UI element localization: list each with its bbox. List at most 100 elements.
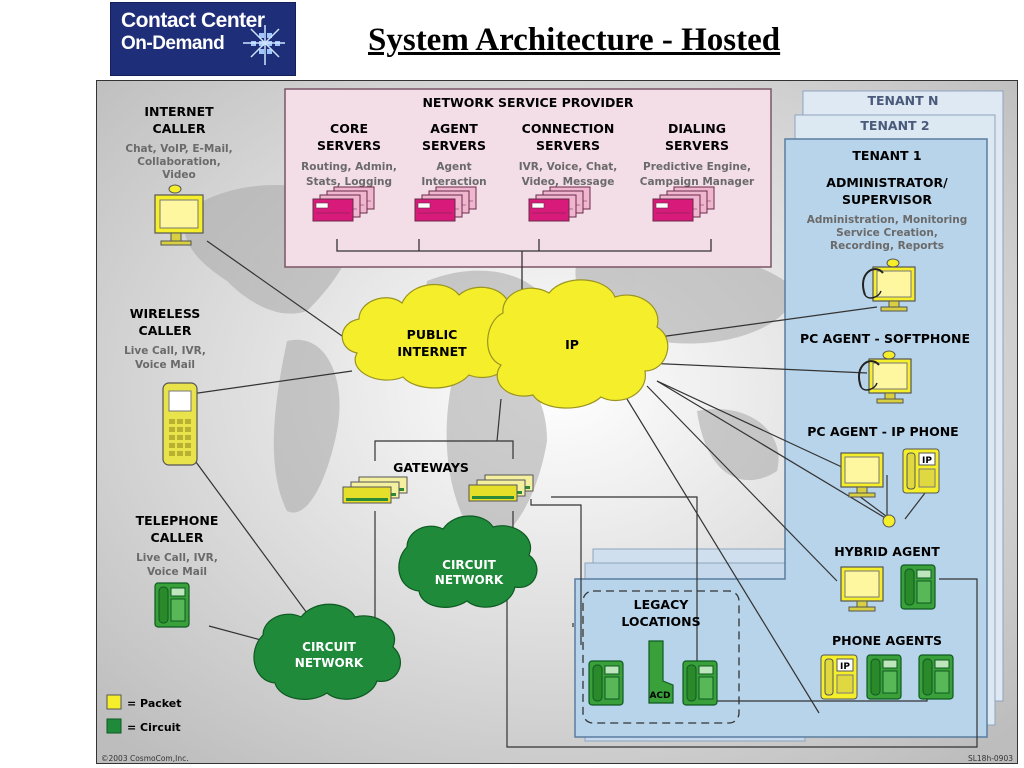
admin-desc-line1: Administration, Monitoring — [807, 214, 967, 226]
desk-phone-icon — [900, 564, 936, 610]
svg-text:INTERNET: INTERNET — [397, 344, 467, 359]
svg-text:CORE: CORE — [330, 121, 368, 136]
svg-text:Interaction: Interaction — [421, 176, 486, 188]
logo-text-line1: Contact Center — [121, 9, 265, 32]
public-internet-cloud: PUBLIC INTERNET — [341, 283, 525, 389]
desk-phone-icon — [682, 660, 718, 706]
gateway-icon — [468, 474, 534, 502]
headset-monitor-icon — [862, 258, 916, 312]
server-stack-icon — [312, 186, 375, 222]
logo-text-line2: On-Demand — [121, 33, 225, 54]
svg-text:Voice Mail: Voice Mail — [135, 359, 195, 371]
ip-phone-agent-icon: IP — [820, 654, 858, 700]
svg-text:PUBLIC: PUBLIC — [407, 327, 458, 342]
copyright-text: ©2003 CosmoCom,Inc. — [101, 754, 189, 763]
svg-text:NETWORK: NETWORK — [435, 573, 504, 587]
logo: Contact Center On-Demand — [110, 2, 296, 76]
slide-code: SL18h-0903 — [968, 754, 1013, 763]
svg-text:SERVERS: SERVERS — [317, 138, 381, 153]
circuit-network-cloud-lower: CIRCUIT NETWORK — [253, 603, 402, 700]
svg-text:CALLER: CALLER — [139, 323, 192, 338]
svg-text:TELEPHONE: TELEPHONE — [136, 513, 219, 528]
tenant-n-label: TENANT N — [867, 93, 938, 108]
svg-text:Video: Video — [162, 169, 195, 181]
internet-caller-monitor-icon — [154, 184, 204, 246]
wireless-caller: WIRELESS CALLER Live Call, IVR, Voice Ma… — [124, 306, 206, 371]
svg-text:CIRCUIT: CIRCUIT — [302, 640, 357, 654]
svg-text:SERVERS: SERVERS — [665, 138, 729, 153]
phone-agents-label: PHONE AGENTS — [832, 633, 942, 648]
legend-circuit-label: = Circuit — [127, 721, 181, 734]
legend-packet-swatch — [106, 694, 122, 710]
server-stack-icon — [528, 186, 591, 222]
svg-text:INTERNET: INTERNET — [144, 104, 214, 119]
svg-text:SERVERS: SERVERS — [536, 138, 600, 153]
svg-text:NETWORK: NETWORK — [295, 656, 364, 670]
circuit-network-cloud-upper: CIRCUIT NETWORK — [398, 515, 538, 608]
server-stack-icon — [414, 186, 477, 222]
svg-text:Routing, Admin,: Routing, Admin, — [301, 161, 397, 173]
admin-title-line2: SUPERVISOR — [842, 192, 932, 207]
svg-text:Campaign Manager: Campaign Manager — [640, 176, 755, 188]
core-servers: CORE SERVERS Routing, Admin, Stats, Logg… — [301, 121, 397, 188]
architecture-diagram: TENANT N TENANT 2 NETWORK SERVICE PROVID… — [96, 80, 1018, 764]
svg-text:Chat, VoIP, E-Mail,: Chat, VoIP, E-Mail, — [125, 143, 232, 155]
svg-text:WIRELESS: WIRELESS — [130, 306, 201, 321]
server-stacks — [312, 186, 715, 222]
desk-phones — [154, 564, 954, 706]
legend-packet-label: = Packet — [127, 697, 182, 710]
gateways-label: GATEWAYS — [393, 460, 469, 475]
svg-text:IP: IP — [922, 456, 932, 466]
svg-text:CALLER: CALLER — [153, 121, 206, 136]
network-service-provider-box — [284, 88, 772, 268]
monitor-icon — [840, 452, 884, 498]
monitor-icon — [840, 566, 884, 612]
dialing-servers: DIALING SERVERS Predictive Engine, Campa… — [640, 121, 755, 188]
admin-title-line1: ADMINISTRATOR/ — [826, 175, 948, 190]
svg-text:Live Call, IVR,: Live Call, IVR, — [136, 552, 218, 564]
svg-text:IP: IP — [840, 662, 850, 672]
svg-text:Collaboration,: Collaboration, — [137, 156, 221, 168]
telephone-caller: TELEPHONE CALLER Live Call, IVR, Voice M… — [136, 513, 219, 578]
admin-desc-line2: Service Creation, — [836, 227, 938, 239]
page-title: System Architecture - Hosted — [368, 22, 781, 58]
svg-text:ACD: ACD — [649, 691, 670, 701]
gateway-icon — [342, 476, 408, 504]
gateway-devices — [342, 474, 534, 504]
svg-text:Voice Mail: Voice Mail — [147, 566, 207, 578]
logo-sparkle-icon — [243, 25, 285, 65]
svg-text:SERVERS: SERVERS — [422, 138, 486, 153]
svg-text:CONNECTION: CONNECTION — [522, 121, 615, 136]
network-service-provider-title: NETWORK SERVICE PROVIDER — [422, 95, 633, 110]
junction-node — [882, 514, 896, 528]
svg-text:IP: IP — [565, 337, 579, 352]
legacy-label-line2: LOCATIONS — [621, 614, 700, 629]
pc-agent-softphone-label: PC AGENT - SOFTPHONE — [800, 331, 970, 346]
svg-text:DIALING: DIALING — [668, 121, 726, 136]
tenant-1-label: TENANT 1 — [852, 148, 921, 163]
hybrid-agent-label: HYBRID AGENT — [834, 544, 940, 559]
legacy-locations-box — [582, 590, 740, 724]
svg-text:Video, Message: Video, Message — [522, 176, 615, 188]
acd-switch-icon: ACD — [648, 640, 674, 704]
tenant-2-label: TENANT 2 — [860, 118, 929, 133]
svg-text:Live Call, IVR,: Live Call, IVR, — [124, 345, 206, 357]
desk-phone-icon — [866, 654, 902, 700]
svg-text:Predictive Engine,: Predictive Engine, — [643, 161, 751, 173]
headset-monitor-icon — [858, 350, 912, 404]
ip-phone-icon: IP — [902, 448, 940, 494]
legacy-label-line1: LEGACY — [634, 597, 690, 612]
desk-phone-icon — [588, 660, 624, 706]
internet-caller: INTERNET CALLER Chat, VoIP, E-Mail, Coll… — [125, 104, 232, 181]
svg-text:Stats, Logging: Stats, Logging — [306, 176, 392, 188]
connection-servers: CONNECTION SERVERS IVR, Voice, Chat, Vid… — [519, 121, 618, 188]
connection-lines — [176, 240, 978, 748]
ip-cloud: IP — [487, 279, 669, 409]
svg-text:IVR, Voice, Chat,: IVR, Voice, Chat, — [519, 161, 618, 173]
desk-phone-icon — [154, 582, 190, 628]
svg-text:AGENT: AGENT — [430, 121, 478, 136]
admin-desc-line3: Recording, Reports — [830, 240, 944, 252]
cell-phone-icon — [162, 382, 198, 466]
pc-agent-ip-phone-label: PC AGENT - IP PHONE — [807, 424, 958, 439]
server-stack-icon — [652, 186, 715, 222]
